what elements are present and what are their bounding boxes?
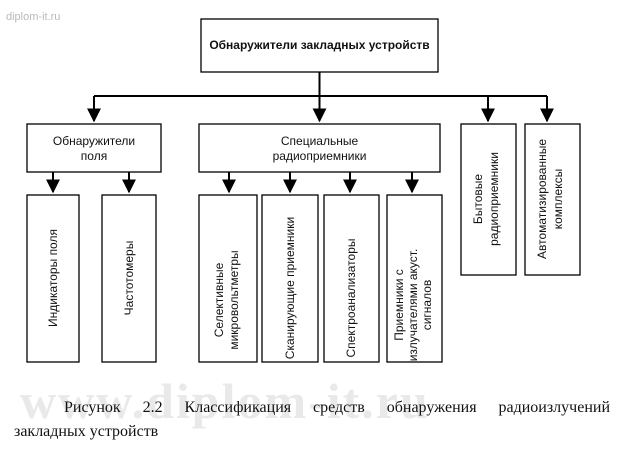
leaf-field-indicators-label: Индикаторы поля <box>46 229 60 327</box>
leaf-frequency-meters-box <box>101 194 157 363</box>
automated-box <box>524 123 581 276</box>
watermark-big: www.diplom-it.ru <box>20 373 430 429</box>
group-field-box <box>26 123 162 173</box>
leaf-scanning-label: Сканирующие приемники <box>283 217 297 359</box>
leaf-spectrum-box <box>323 194 380 363</box>
household-line2: радиоприемники <box>487 152 501 246</box>
automated-line1: Автоматизированные <box>535 139 549 259</box>
group-field-line1: Обнаружители <box>53 134 135 148</box>
root-label: Обнаружители закладных устройств <box>209 38 429 52</box>
leaf-frequency-meters-label: Частотомеры <box>122 241 136 316</box>
group-special-box <box>198 123 441 173</box>
leaf-acoustic-box <box>386 194 443 363</box>
root-box <box>200 18 439 73</box>
automated-line2: комплексы <box>551 169 565 230</box>
figure-caption: Рисунок 2.2 Классификация средств обнару… <box>14 396 610 444</box>
caption-line1: Рисунок 2.2 Классификация средств обнару… <box>64 399 610 416</box>
watermark-top: diplom-it.ru <box>6 11 60 23</box>
leaf-acoustic-line2: излучателями акуст. <box>406 249 420 362</box>
root-connectors <box>87 72 554 123</box>
leaf-selective-line2: микровольтметры <box>227 250 241 349</box>
leaf-scanning-box <box>261 194 319 363</box>
group-special-line2: радиоприемники <box>273 149 367 163</box>
caption-line2: закладных устройств <box>14 423 159 440</box>
leaf-spectrum-label: Спектроанализаторы <box>344 239 358 358</box>
leaf-acoustic-line3: сигналов <box>420 280 434 331</box>
household-line1: Бытовые <box>471 174 485 225</box>
group-special-line1: Специальные <box>281 134 359 148</box>
sub-connectors <box>46 172 419 194</box>
household-box <box>460 123 517 276</box>
leaf-acoustic-line1: Приемники с <box>392 269 406 341</box>
leaf-selective-box <box>198 194 258 363</box>
leaf-field-indicators-box <box>26 194 80 363</box>
leaf-selective-line1: Селективные <box>212 262 226 337</box>
group-field-line2: поля <box>81 149 107 163</box>
